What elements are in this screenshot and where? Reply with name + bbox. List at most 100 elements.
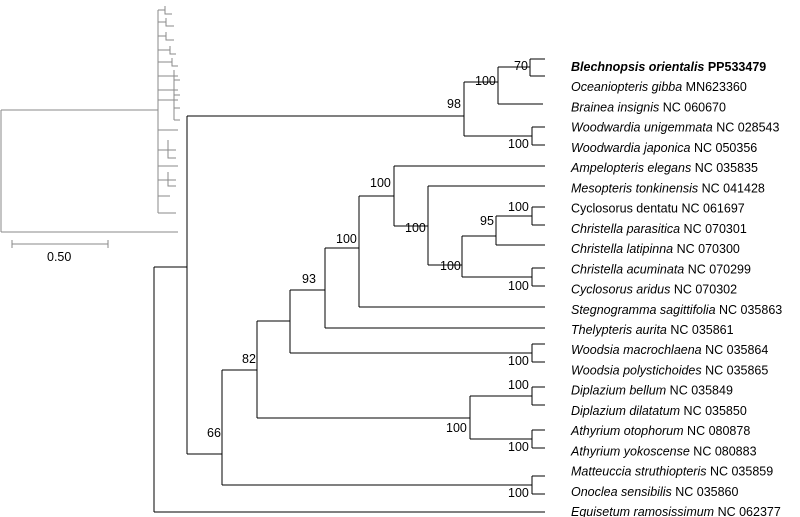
taxon-accession: NC 035850 <box>680 404 747 418</box>
support-value: 100 <box>508 279 529 293</box>
taxon-accession: NC 035849 <box>666 384 733 398</box>
taxon-label-mesopteris: Mesopteris tonkinensis NC 041428 <box>571 181 765 195</box>
taxon-accession: NC 061697 <box>678 202 745 216</box>
support-value: 100 <box>446 421 467 435</box>
support-value: 100 <box>405 221 426 235</box>
taxon-species: Blechnopsis orientalis <box>571 60 704 74</box>
taxon-accession: NC 035860 <box>672 485 739 499</box>
branch-athyrium <box>531 429 545 449</box>
support-value: 100 <box>508 378 529 392</box>
taxon-accession: NC 070301 <box>680 222 747 236</box>
taxon-label-thelypteris: Thelypteris aurita NC 035861 <box>571 323 734 337</box>
taxon-species: Christella latipinna <box>571 242 673 256</box>
taxon-species: Cyclosorus dentatu <box>571 202 678 216</box>
branch-cyclosorus-dentatu <box>531 206 545 226</box>
taxon-label-ampelopteris: Ampelopteris elegans NC 035835 <box>570 161 758 175</box>
taxon-accession: NC 080878 <box>684 424 751 438</box>
branch-82 <box>221 369 532 486</box>
taxon-label-woodwardia-unigemmata: Woodwardia unigemmata NC 028543 <box>571 121 780 135</box>
support-value: 100 <box>336 232 357 246</box>
taxon-species: Thelypteris aurita <box>571 323 667 337</box>
taxon-accession: NC 070302 <box>670 283 737 297</box>
taxon-accession: NC 060670 <box>659 101 726 115</box>
branch-woodsia-thelypt <box>289 289 532 354</box>
taxon-label-brainea: Brainea insignis NC 060670 <box>571 101 726 115</box>
taxon-label-christella-parasitica: Christella parasitica NC 070301 <box>571 222 747 236</box>
taxon-label-diplazium-bellum: Diplazium bellum NC 035849 <box>571 384 733 398</box>
support-value: 100 <box>440 259 461 273</box>
scale-bar <box>11 240 109 248</box>
taxon-label-christella-latipinna: Christella latipinna NC 070300 <box>571 242 740 256</box>
taxon-label-athyrium-yokoscense: Athyrium yokoscense NC 080883 <box>570 444 757 458</box>
taxon-species: Mesopteris tonkinensis <box>571 181 698 195</box>
taxon-species: Stegnogramma sagittifolia <box>571 303 716 317</box>
branch-thelypteridaceae-plus <box>324 247 545 329</box>
taxon-accession: NC 062377 <box>714 505 781 517</box>
taxon-species: Onoclea sensibilis <box>571 485 672 499</box>
branch-parasitica-group <box>495 215 545 246</box>
branch-christella-clade <box>461 235 532 278</box>
support-value: 95 <box>480 214 494 228</box>
branch-diplazium <box>531 386 545 406</box>
branch-woodsia <box>531 343 545 363</box>
support-value: 82 <box>242 352 256 366</box>
taxon-accession: NC 035861 <box>667 323 734 337</box>
taxon-species: Oceaniopteris gibba <box>571 80 682 94</box>
branch-core <box>393 165 545 227</box>
taxon-accession: NC 035865 <box>702 363 769 377</box>
inset-clade-spine <box>157 9 178 214</box>
root-branch <box>153 266 545 513</box>
branch-thelypteridaceae <box>358 195 545 308</box>
taxon-accession: NC 028543 <box>713 121 780 135</box>
tree-branches <box>153 58 545 513</box>
taxon-label-stegnogramma: Stegnogramma sagittifolia NC 035863 <box>571 303 782 317</box>
branch-christella-cyclosorus <box>427 185 545 266</box>
taxon-species: Woodwardia unigemmata <box>571 121 713 135</box>
taxon-label-cyclosorus-aridus: Cyclosorus aridus NC 070302 <box>571 283 737 297</box>
taxon-accession: NC 080883 <box>690 444 757 458</box>
taxon-species: Diplazium dilatatum <box>571 404 680 418</box>
inset-root-branch <box>0 109 178 233</box>
taxon-label-onoclea: Onoclea sensibilis NC 035860 <box>571 485 739 499</box>
branch-93 <box>256 320 470 419</box>
taxon-accession: NC 035835 <box>691 161 758 175</box>
support-value: 70 <box>514 59 528 73</box>
taxon-species: Ampelopteris elegans <box>570 161 691 175</box>
inset-overview-tree: 0.50 <box>0 6 180 264</box>
taxon-label-christella-acuminata: Christella acuminata NC 070299 <box>571 262 751 276</box>
taxon-species: Woodsia polystichoides <box>571 363 702 377</box>
taxon-accession: NC 070299 <box>684 262 751 276</box>
taxon-accession: NC 070300 <box>673 242 740 256</box>
taxon-species: Equisetum ramosissimum <box>571 505 714 517</box>
branch-woodwardia <box>531 126 545 146</box>
taxon-accession: NC 050356 <box>691 141 758 155</box>
taxon-accession: NC 035859 <box>706 465 773 479</box>
taxon-label-woodwardia-japonica: Woodwardia japonica NC 050356 <box>571 141 757 155</box>
taxon-label-blechnopsis: Blechnopsis orientalis PP533479 <box>571 60 766 74</box>
support-value: 100 <box>508 440 529 454</box>
taxon-species: Brainea insignis <box>571 101 659 115</box>
taxon-label-athyrium-otophorum: Athyrium otophorum NC 080878 <box>570 424 750 438</box>
taxon-accession: NC 041428 <box>698 181 765 195</box>
taxon-label-oceaniopteris: Oceaniopteris gibba MN623360 <box>571 80 747 94</box>
taxon-species: Christella parasitica <box>571 222 680 236</box>
taxon-species: Woodwardia japonica <box>571 141 691 155</box>
taxon-accession: MN623360 <box>682 80 747 94</box>
taxon-label-equisetum: Equisetum ramosissimum NC 062377 <box>571 505 781 517</box>
taxon-species: Cyclosorus aridus <box>571 283 670 297</box>
support-value: 100 <box>508 137 529 151</box>
branch-onocleaceae <box>531 475 545 495</box>
taxon-label-diplazium-dilatatum: Diplazium dilatatum NC 035850 <box>571 404 747 418</box>
branch-acuminata-aridus <box>531 267 545 287</box>
scale-bar-label: 0.50 <box>47 250 71 264</box>
taxon-accession: NC 035864 <box>702 343 769 357</box>
inset-twigs <box>164 6 180 187</box>
taxon-labels: Blechnopsis orientalis PP533479Oceaniopt… <box>570 60 782 517</box>
branch-blechnopsis-brainea <box>497 66 543 105</box>
branch-athyriaceae <box>469 395 532 440</box>
taxon-species: Diplazium bellum <box>571 384 666 398</box>
branch-blechnaceae <box>463 81 532 137</box>
support-value: 100 <box>508 354 529 368</box>
